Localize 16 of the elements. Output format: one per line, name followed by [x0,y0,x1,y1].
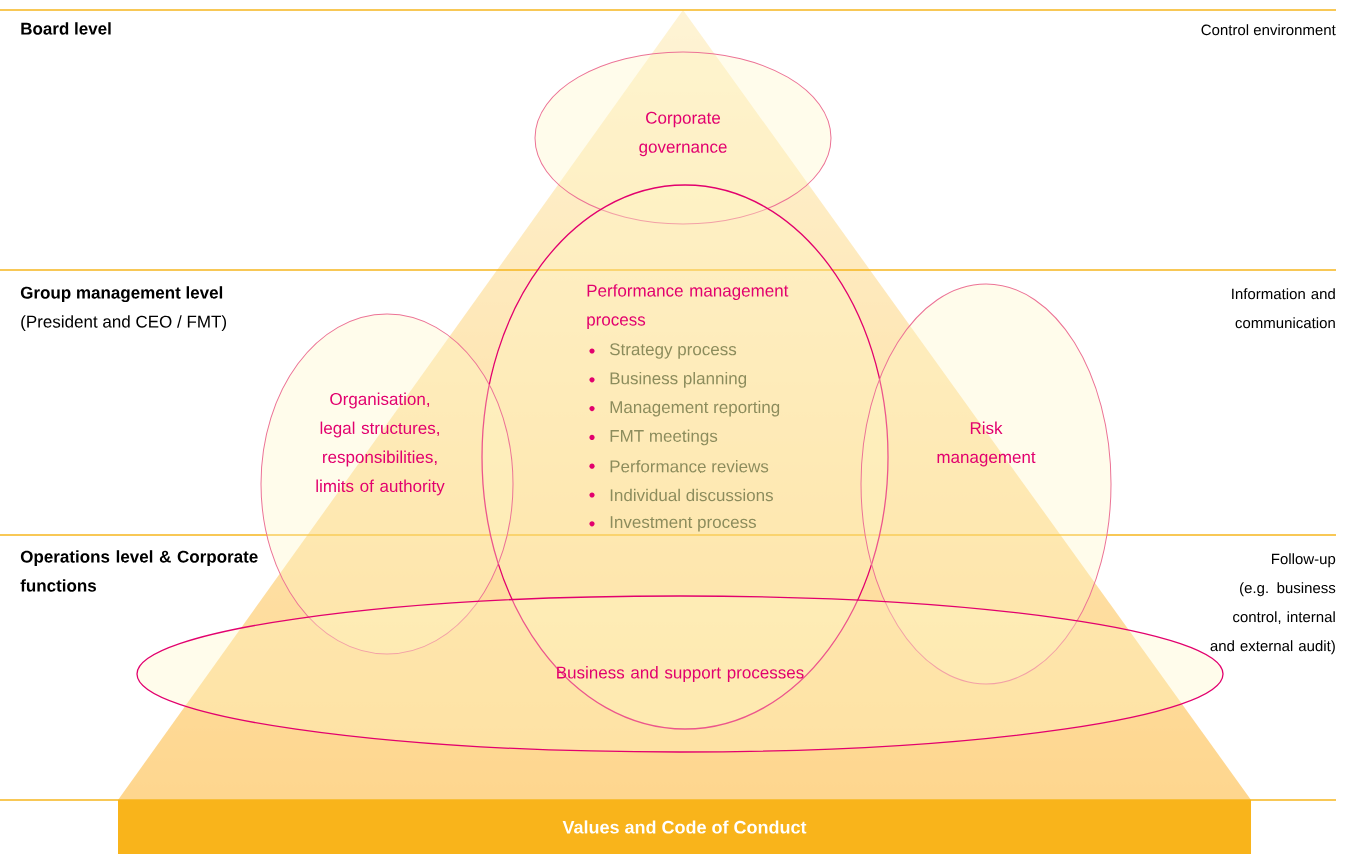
side-note: Information and communication [1232,288,1335,329]
list-item: Business planning [610,371,747,388]
list-item: Investment process [610,516,756,532]
list-item: Performance reviews [610,459,769,473]
side-note: (President and CEO / FMT) [21,315,226,332]
list-item: Strategy process [610,343,737,359]
level-heading: Group management level [20,286,223,303]
list-item: Management reporting [610,400,780,417]
ellipse-heading: Performance management process [587,284,789,329]
level-heading: Operations level & Corporate functions [20,550,258,592]
list-item: Individual discussions [610,488,773,502]
side-note: Follow-up [1272,553,1336,568]
banner-bar: Values and Code of Conduct [118,800,1251,854]
side-note: Control environment [1201,24,1336,36]
level-heading: Board level [21,22,111,35]
list-item: FMT meetings [610,429,718,446]
